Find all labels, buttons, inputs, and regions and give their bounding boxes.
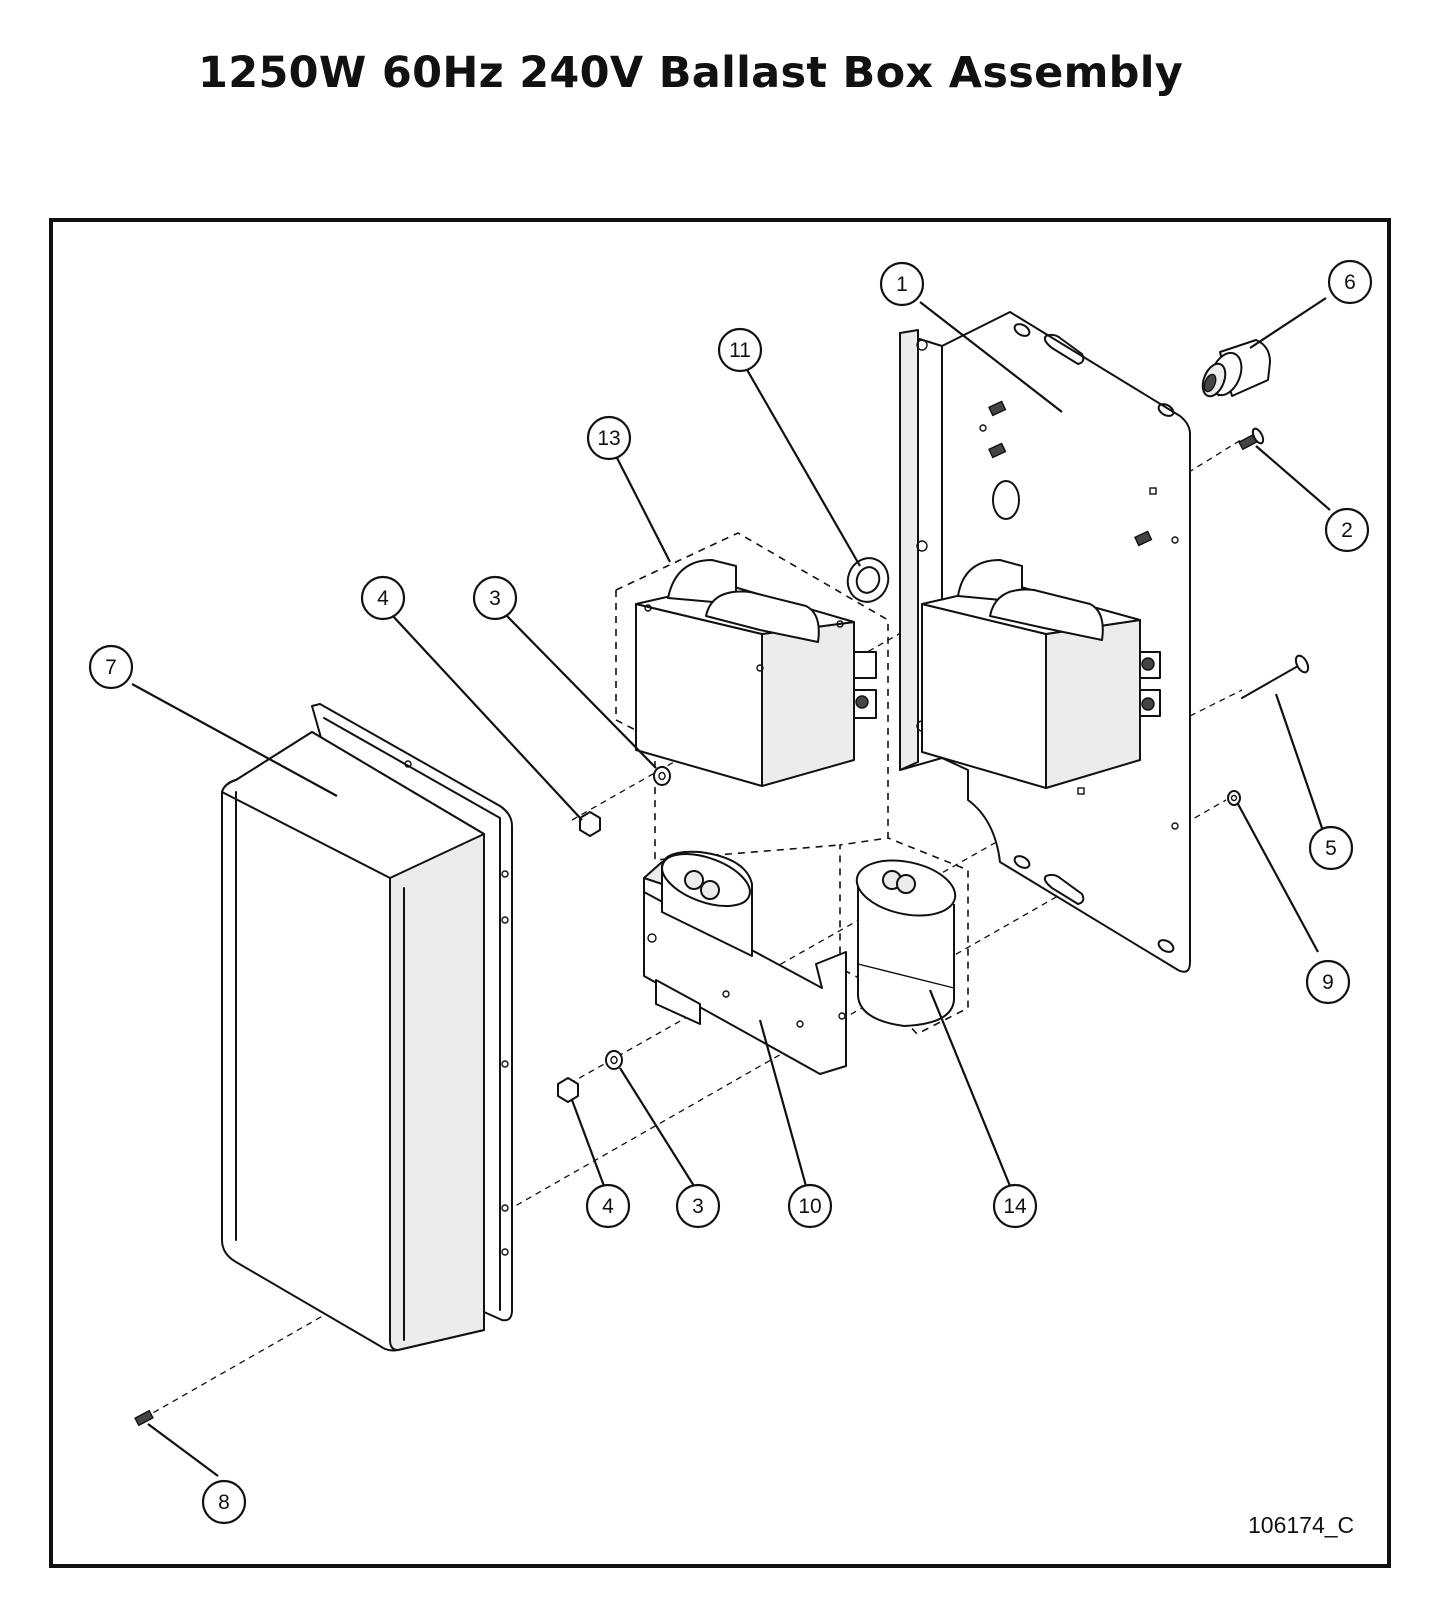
page-title: 1250W 60Hz 240V Ballast Box Assembly (198, 48, 1184, 98)
callout-leaders (131, 297, 1331, 1477)
callout-balloons: 1 2 3 3 4 4 5 6 (88, 259, 1373, 1525)
callout-10: 10 (787, 1183, 833, 1229)
ballast-installed (921, 559, 1161, 789)
callout-13: 13 (586, 415, 632, 461)
callout-3-lower: 3 (675, 1183, 721, 1229)
svg-text:3: 3 (489, 587, 501, 610)
hardware-washers-nuts (557, 766, 671, 1103)
svg-text:13: 13 (597, 427, 620, 450)
enclosure-cover (221, 703, 513, 1352)
svg-text:2: 2 (1341, 519, 1353, 542)
svg-text:1: 1 (896, 273, 908, 296)
callout-1: 1 (879, 261, 925, 307)
callout-8: 8 (201, 1479, 247, 1525)
capacitor-exploded (855, 859, 957, 1027)
svg-text:5: 5 (1325, 837, 1337, 860)
svg-text:7: 7 (105, 656, 117, 679)
screw-item-8 (134, 1409, 154, 1427)
drawing-frame (49, 218, 1391, 1568)
drawing-number: 106174_C (1248, 1512, 1355, 1538)
svg-text:4: 4 (377, 587, 389, 610)
screw-item-2 (1238, 427, 1265, 451)
callout-4-upper: 4 (360, 575, 406, 621)
callout-3-upper: 3 (472, 575, 518, 621)
svg-text:6: 6 (1344, 271, 1356, 294)
callout-5: 5 (1308, 825, 1354, 871)
callout-7: 7 (88, 644, 134, 690)
svg-text:4: 4 (602, 1195, 614, 1218)
callout-4-lower: 4 (585, 1183, 631, 1229)
nut-item-9 (1227, 790, 1241, 806)
callout-9: 9 (1305, 959, 1351, 1005)
svg-text:14: 14 (1003, 1195, 1027, 1218)
svg-text:10: 10 (798, 1195, 821, 1218)
long-bolt (1241, 654, 1310, 699)
svg-text:8: 8 (218, 1491, 230, 1514)
callout-11: 11 (717, 327, 763, 373)
callout-2: 2 (1324, 507, 1370, 553)
cable-gland (1201, 339, 1271, 398)
svg-text:9: 9 (1322, 971, 1334, 994)
capacitor-bracket (643, 850, 847, 1075)
ballast-exploded (615, 532, 969, 1035)
svg-text:3: 3 (692, 1195, 704, 1218)
svg-text:11: 11 (729, 339, 751, 362)
lock-nut (846, 557, 890, 603)
callout-14: 14 (992, 1183, 1038, 1229)
callout-6: 6 (1327, 259, 1373, 305)
